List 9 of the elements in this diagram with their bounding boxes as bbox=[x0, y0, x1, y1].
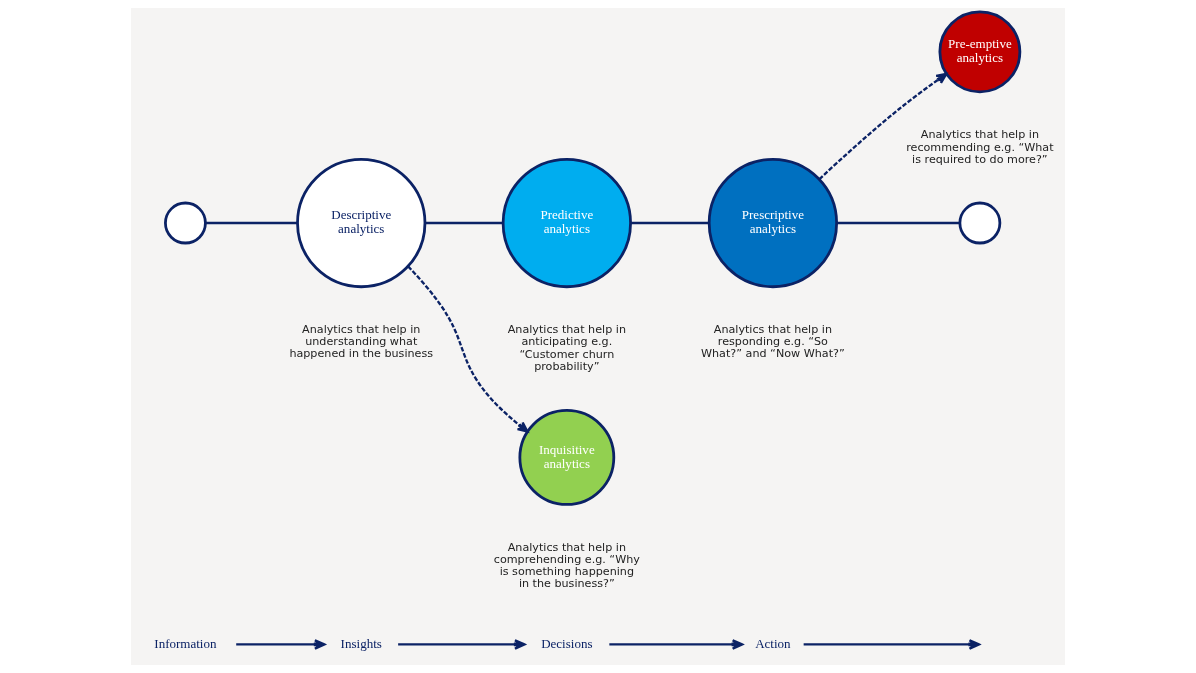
node-text: Information bbox=[154, 635, 217, 651]
node-text: Decisions bbox=[541, 635, 593, 651]
node-label: Analytics that help in comprehending e.g. “Why is something happening in the business?” bbox=[493, 541, 640, 591]
node-text: Insights bbox=[340, 635, 382, 651]
node-label: Analytics that help in understanding what happened in the business bbox=[289, 322, 434, 361]
node-label: Analytics that help in recommending e.g. “What is required to do more?” bbox=[906, 128, 1054, 166]
node-label: Analytics that help in anticipating e.g. “Customer churn probability” bbox=[507, 323, 626, 373]
node-text: Action bbox=[755, 635, 791, 651]
node-label: Analytics that help in responding e.g. “So What?” and “Now What?” bbox=[701, 322, 845, 361]
